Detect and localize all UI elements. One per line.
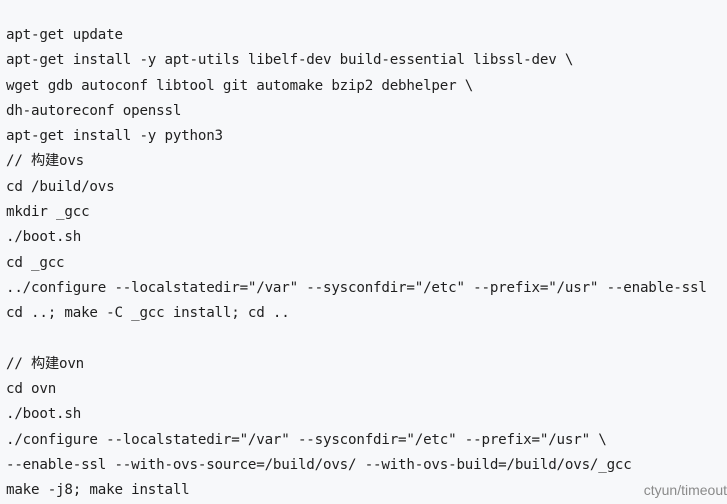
code-line: ./boot.sh [6,406,82,423]
code-comment: // 构建ovn [6,355,85,372]
code-line: apt-get update [6,27,123,43]
code-line: ./configure --localstatedir="/var" --sys… [6,431,607,448]
code-line: cd ovn [6,381,57,398]
code-line: cd ..; make -C _gcc install; cd .. [6,305,290,322]
code-lines: apt-get update apt-get install -y apt-ut… [6,23,707,504]
code-line: mkdir _gcc [6,204,90,221]
code-blank-line [6,327,707,352]
watermark: ctyun/timeout [643,482,727,498]
code-line: apt-get install -y python3 [6,128,223,145]
code-line: apt-get install -y apt-utils libelf-dev … [6,52,574,69]
code-line: ../configure --localstatedir="/var" --sy… [6,279,707,296]
code-comment: // 构建ovs [6,153,85,170]
code-line: dh-autoreconf openssl [6,102,182,119]
code-line: --enable-ssl --with-ovs-source=/build/ov… [6,457,632,474]
code-line: make -j8; make install [6,482,190,499]
code-line: cd _gcc [6,254,65,271]
code-line: wget gdb autoconf libtool git automake b… [6,77,474,94]
code-line: cd /build/ovs [6,178,115,195]
code-line: ./boot.sh [6,229,82,246]
